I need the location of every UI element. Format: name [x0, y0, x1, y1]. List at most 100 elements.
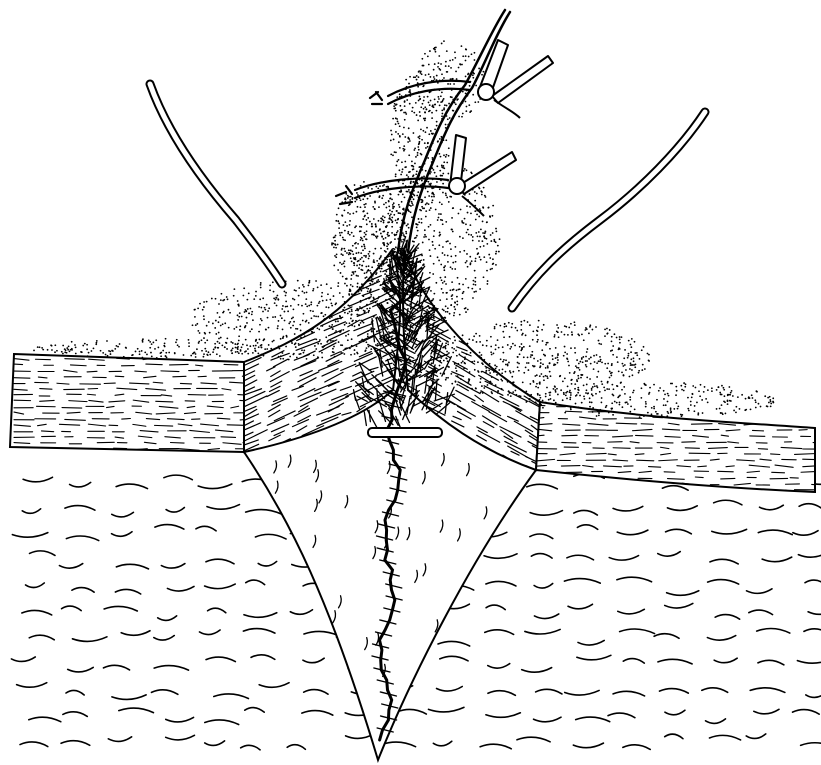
stipple-dot [405, 321, 407, 323]
stipple-dot [492, 258, 494, 260]
stipple-dot [417, 311, 419, 313]
hatch-line [485, 286, 501, 294]
stipple-dot [577, 375, 579, 377]
stipple-dot [383, 312, 385, 314]
stipple-dot [277, 325, 279, 327]
stipple-dot [440, 264, 442, 266]
stipple-dot [427, 146, 429, 148]
stipple-dot [368, 258, 370, 260]
stipple-dot [467, 266, 469, 268]
stipple-dot [549, 392, 551, 394]
stipple-dot [66, 352, 68, 354]
stipple-dot [527, 369, 529, 371]
fat-stroke [243, 629, 275, 634]
stipple-dot [351, 345, 353, 347]
stipple-dot [627, 355, 629, 357]
stipple-dot [370, 288, 372, 290]
stipple-dot [342, 254, 344, 256]
stipple-dot [656, 413, 658, 415]
stipple-dot [370, 283, 372, 285]
stipple-dot [398, 181, 400, 183]
hatch-line [498, 326, 517, 337]
stipple-dot [591, 393, 593, 395]
stipple-dot [543, 354, 545, 356]
stipple-dot [62, 345, 64, 347]
stipple-dot [339, 331, 341, 333]
hatch-line [446, 440, 461, 450]
stipple-dot [259, 324, 261, 326]
stipple-dot [730, 392, 732, 394]
stipple-dot [579, 361, 581, 363]
fat-stroke [486, 605, 505, 610]
stipple-dot [481, 194, 483, 196]
stipple-dot [424, 142, 426, 144]
hatch-line [425, 270, 442, 281]
stipple-dot [594, 385, 596, 387]
stipple-dot [364, 206, 366, 208]
stipple-dot [560, 389, 562, 391]
stipple-dot [352, 285, 354, 287]
stipple-dot [396, 314, 398, 316]
stipple-dot [411, 216, 413, 218]
stipple-dot [214, 347, 216, 349]
stipple-dot [391, 211, 393, 213]
stipple-dot [388, 221, 390, 223]
stipple-dot [409, 171, 411, 173]
stipple-dot [593, 383, 595, 385]
stipple-dot [393, 251, 395, 253]
stipple-dot [335, 321, 337, 323]
hatch-line [477, 275, 492, 284]
stipple-dot [481, 240, 483, 242]
stipple-dot [374, 248, 376, 250]
stipple-dot [436, 165, 438, 167]
stipple-dot [224, 322, 226, 324]
stipple-dot [377, 235, 379, 237]
stipple-dot [421, 139, 423, 141]
fat-stroke [112, 512, 134, 517]
stipple-dot [591, 388, 593, 390]
stipple-dot [725, 413, 727, 415]
stipple-dot [648, 360, 650, 362]
stipple-dot [446, 162, 448, 164]
stipple-dot [461, 362, 463, 364]
stipple-dot [499, 325, 501, 327]
hatch-line [771, 454, 780, 455]
stipple-dot [381, 265, 383, 267]
hatch-line [741, 412, 761, 413]
stipple-dot [66, 347, 68, 349]
stipple-dot [289, 321, 291, 323]
fat-stroke [154, 666, 188, 671]
fat-stroke [654, 634, 679, 639]
stipple-dot [489, 382, 491, 384]
stipple-dot [348, 252, 350, 254]
stipple-dot [162, 350, 164, 352]
stipple-dot [441, 113, 443, 115]
stipple-dot [341, 214, 343, 216]
fat-stroke [200, 630, 221, 635]
stipple-dot [481, 191, 483, 193]
stipple-dot [346, 252, 348, 254]
fat-stroke [797, 659, 821, 664]
stipple-dot [691, 393, 693, 395]
stipple-dot [328, 307, 330, 309]
hatch-line [532, 291, 555, 304]
stipple-dot [407, 141, 409, 143]
hatch-line [668, 479, 685, 480]
stipple-dot [443, 77, 445, 79]
stipple-dot [645, 403, 647, 405]
stipple-dot [558, 336, 560, 338]
fat-stroke [205, 584, 236, 589]
stipple-dot [249, 345, 251, 347]
stipple-dot [402, 208, 404, 210]
stipple-dot [606, 328, 608, 330]
stipple-dot [592, 407, 594, 409]
stipple-dot [341, 248, 343, 250]
stipple-dot [564, 351, 566, 353]
stipple-dot [334, 303, 336, 305]
stipple-dot [429, 209, 431, 211]
stipple-dot [352, 197, 354, 199]
hatch-line [813, 442, 821, 443]
stipple-dot [423, 207, 425, 209]
stipple-dot [334, 356, 336, 358]
stipple-dot [491, 268, 493, 270]
